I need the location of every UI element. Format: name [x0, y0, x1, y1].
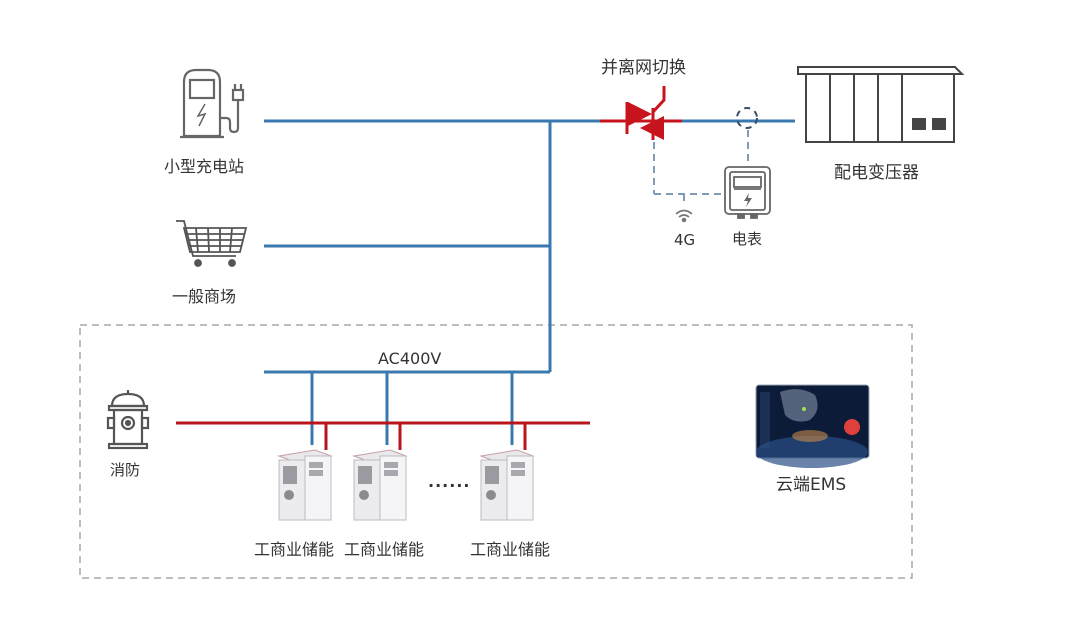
label-fire-protection: 消防: [110, 461, 141, 479]
label-charging-station: 小型充电站: [164, 157, 245, 176]
label-shopping-mall: 一般商场: [172, 287, 237, 306]
thyristor-switch-icon: [600, 86, 682, 140]
label-4g: 4G: [674, 231, 696, 249]
transformer-cabinet-icon: [797, 66, 965, 143]
storage-zone-boundary: [79, 324, 913, 579]
ellipsis: ......: [428, 472, 471, 491]
label-cloud-ems: 云端EMS: [776, 475, 847, 495]
electric-meter-icon: [724, 166, 771, 219]
current-sensor-icon: [736, 107, 758, 129]
shopping-cart-icon: [176, 220, 248, 267]
label-grid-switch: 并离网切换: [601, 58, 686, 78]
ac-bus: [264, 119, 795, 445]
fire-bus: [176, 421, 590, 450]
label-bus-voltage: AC400V: [378, 349, 442, 368]
label-storage-unit: 工商业储能: [344, 540, 425, 559]
label-storage-unit: 工商业储能: [470, 540, 551, 559]
label-transformer: 配电变压器: [834, 163, 919, 183]
label-meter: 电表: [732, 230, 763, 248]
label-storage-unit: 工商业储能: [254, 540, 335, 559]
ems-dashboard-screen: [755, 384, 870, 468]
comm-lines: [653, 130, 749, 206]
ev-charger-icon: [180, 68, 245, 139]
wifi-signal-icon: [675, 209, 693, 223]
fire-hydrant-icon: [106, 390, 150, 450]
storage-cabinet-icon: [277, 449, 535, 521]
